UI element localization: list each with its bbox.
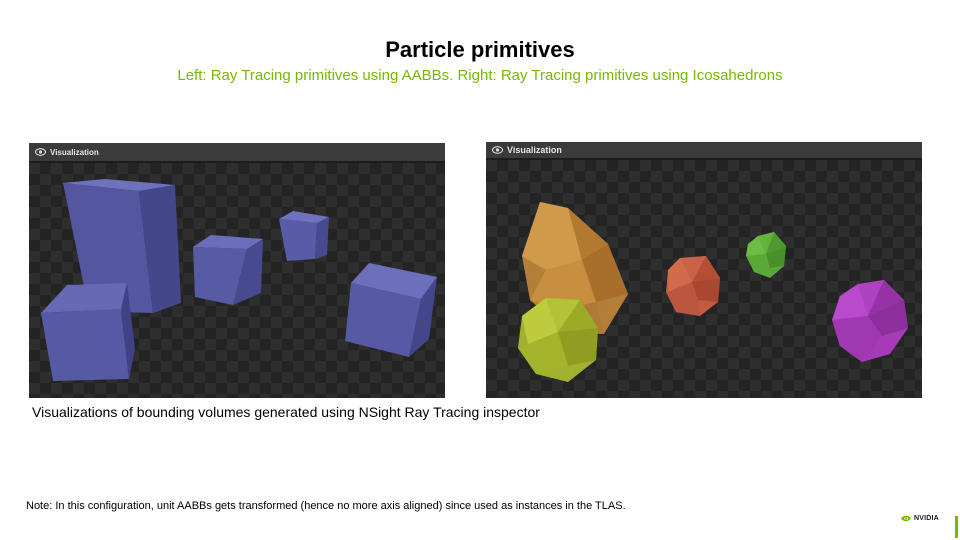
nvidia-logo: NVIDIA [900,514,939,523]
logo-text: NVIDIA [914,515,939,522]
eye-icon[interactable] [490,143,504,157]
aabb-scene [41,179,437,381]
icosahedron-green [746,232,786,278]
aabb-visualization-panel: Visualization [29,143,445,398]
icosahedron-visualization-panel: Visualization [486,142,922,398]
eye-icon[interactable] [33,145,47,159]
icosahedron-yellow [518,298,598,382]
aabb-box-small [279,211,329,261]
footnote: Note: In this configuration, unit AABBs … [26,500,626,512]
aabb-box-middle [193,235,263,305]
aabb-box-large [63,179,181,313]
icosahedron-red [666,256,720,316]
figure-caption: Visualizations of bounding volumes gener… [32,404,540,420]
nvidia-eye-icon [901,515,911,522]
panel-header: Visualization [29,143,445,163]
panel-title: Visualization [50,147,99,157]
slide-subtitle: Left: Ray Tracing primitives using AABBs… [177,67,783,84]
aabb-box-right [345,263,437,357]
panel-title: Visualization [507,145,562,155]
panel-header: Visualization [486,142,922,160]
icosahedron-scene [518,202,908,382]
icosahedron-purple [832,280,908,362]
accent-bar [955,516,958,538]
aabb-box-front-left [41,283,135,381]
slide-title: Particle primitives [385,37,575,62]
viewport-canvas[interactable] [29,163,445,398]
viewport-canvas[interactable] [486,160,922,398]
